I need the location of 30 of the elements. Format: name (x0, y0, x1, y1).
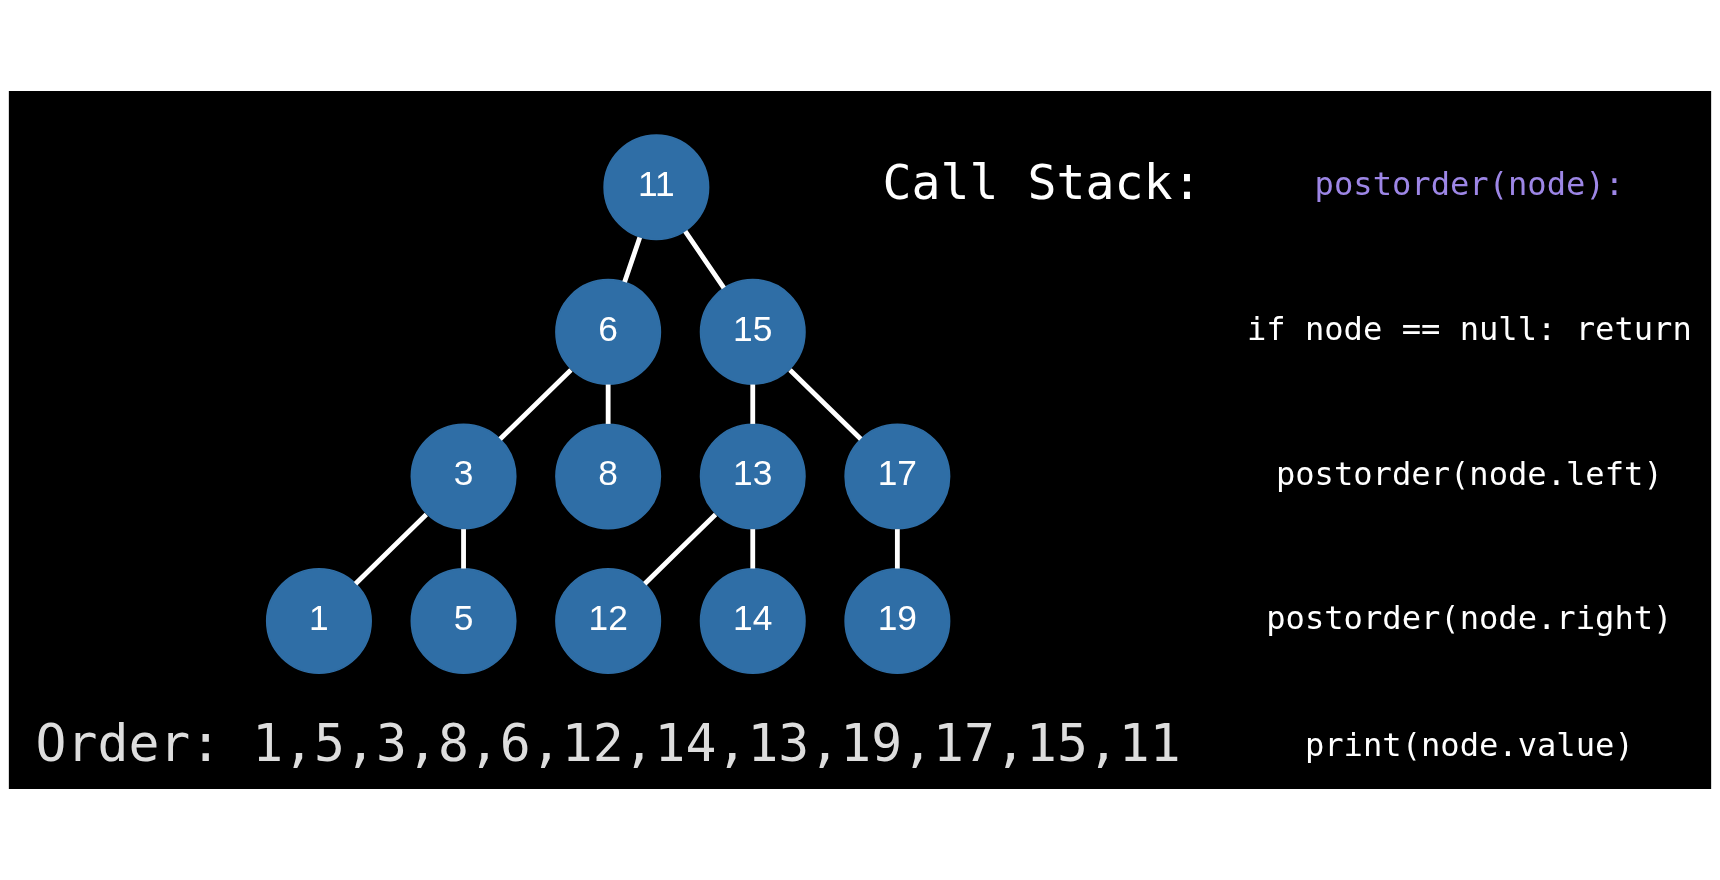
connector (622, 236, 643, 283)
connector (353, 512, 428, 586)
label: Call Stack: (882, 154, 1202, 211)
node-circle: 3 (410, 423, 517, 530)
label: postorder(node.right) (1266, 599, 1673, 638)
node-circle: 5 (410, 568, 517, 675)
node-circle: 12 (555, 568, 662, 675)
node-circle: 17 (844, 423, 951, 530)
node-circle: 15 (699, 278, 806, 385)
node-circle: 6 (555, 278, 662, 385)
label: if node == null: return (1246, 309, 1692, 348)
connector (498, 368, 573, 441)
label: postorder(node): (1314, 165, 1625, 204)
connector (683, 229, 726, 290)
node-circle: 19 (844, 568, 951, 675)
connector (788, 368, 863, 441)
node-circle: 13 (699, 423, 806, 530)
node-circle: 14 (699, 568, 806, 675)
connector (605, 384, 611, 424)
label: Order: 1,5,3,8,6,12,14,13,19,17,15,11 (35, 713, 1181, 774)
connector (894, 529, 900, 569)
node-circle: 8 (555, 423, 662, 530)
connector (461, 529, 466, 569)
label: print(node.value) (1304, 726, 1634, 765)
connector (750, 529, 756, 569)
connector (750, 384, 756, 424)
node-circle: 11 (603, 134, 710, 241)
label: postorder(node.left) (1275, 454, 1663, 493)
connector (643, 512, 718, 586)
node-circle: 1 (265, 568, 372, 675)
